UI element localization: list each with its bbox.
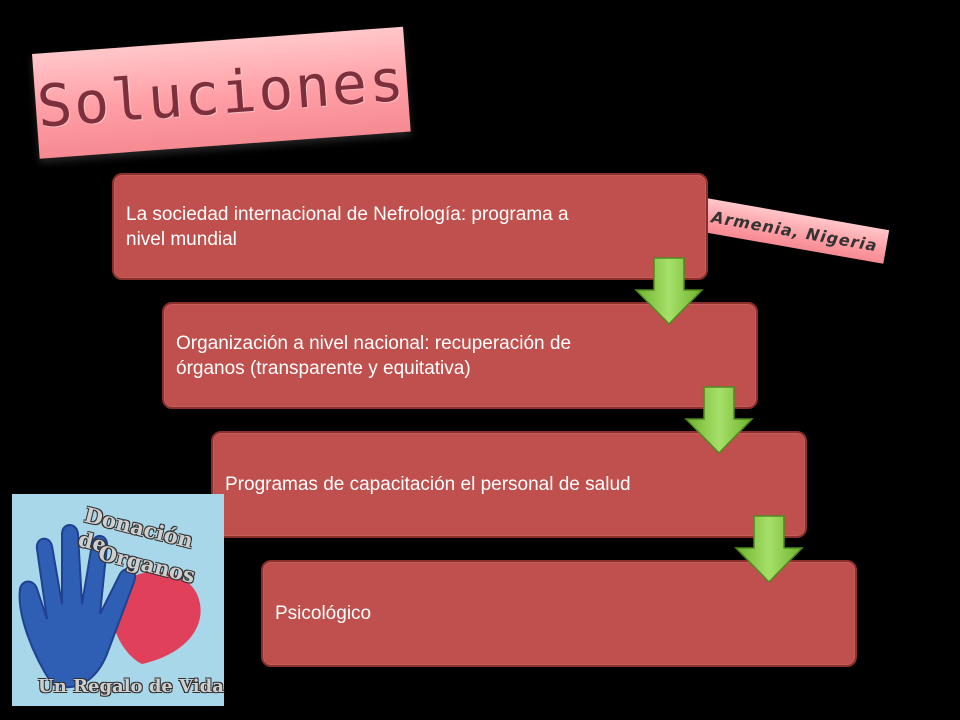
step-2-text: Organización a nivel nacional: recuperac… — [176, 332, 572, 379]
down-arrow-icon — [684, 386, 754, 455]
page-title: Soluciones — [34, 45, 408, 141]
step-3-text: Programas de capacitación el personal de… — [225, 474, 631, 495]
hand-heart-icon — [18, 524, 201, 689]
title-banner: Soluciones — [32, 26, 411, 159]
logo-bottom-text: Un Regalo de Vida — [38, 676, 224, 697]
step-3: Programas de capacitación el personal de… — [211, 431, 807, 538]
country-tag: Armenia, Nigeria — [700, 198, 890, 264]
down-arrow-icon — [634, 257, 704, 326]
step-2: Organización a nivel nacional: recuperac… — [162, 302, 758, 409]
country-tag-label: Armenia, Nigeria — [710, 206, 880, 255]
step-4-text: Psicológico — [275, 603, 372, 624]
step-1: La sociedad internacional de Nefrología:… — [112, 173, 708, 280]
down-arrow-icon — [734, 515, 804, 584]
organ-donation-logo: Donación de Organos Un Regalo de Vida — [12, 494, 224, 706]
step-1-text: La sociedad internacional de Nefrología:… — [126, 203, 569, 250]
step-4: Psicológico — [261, 560, 857, 667]
